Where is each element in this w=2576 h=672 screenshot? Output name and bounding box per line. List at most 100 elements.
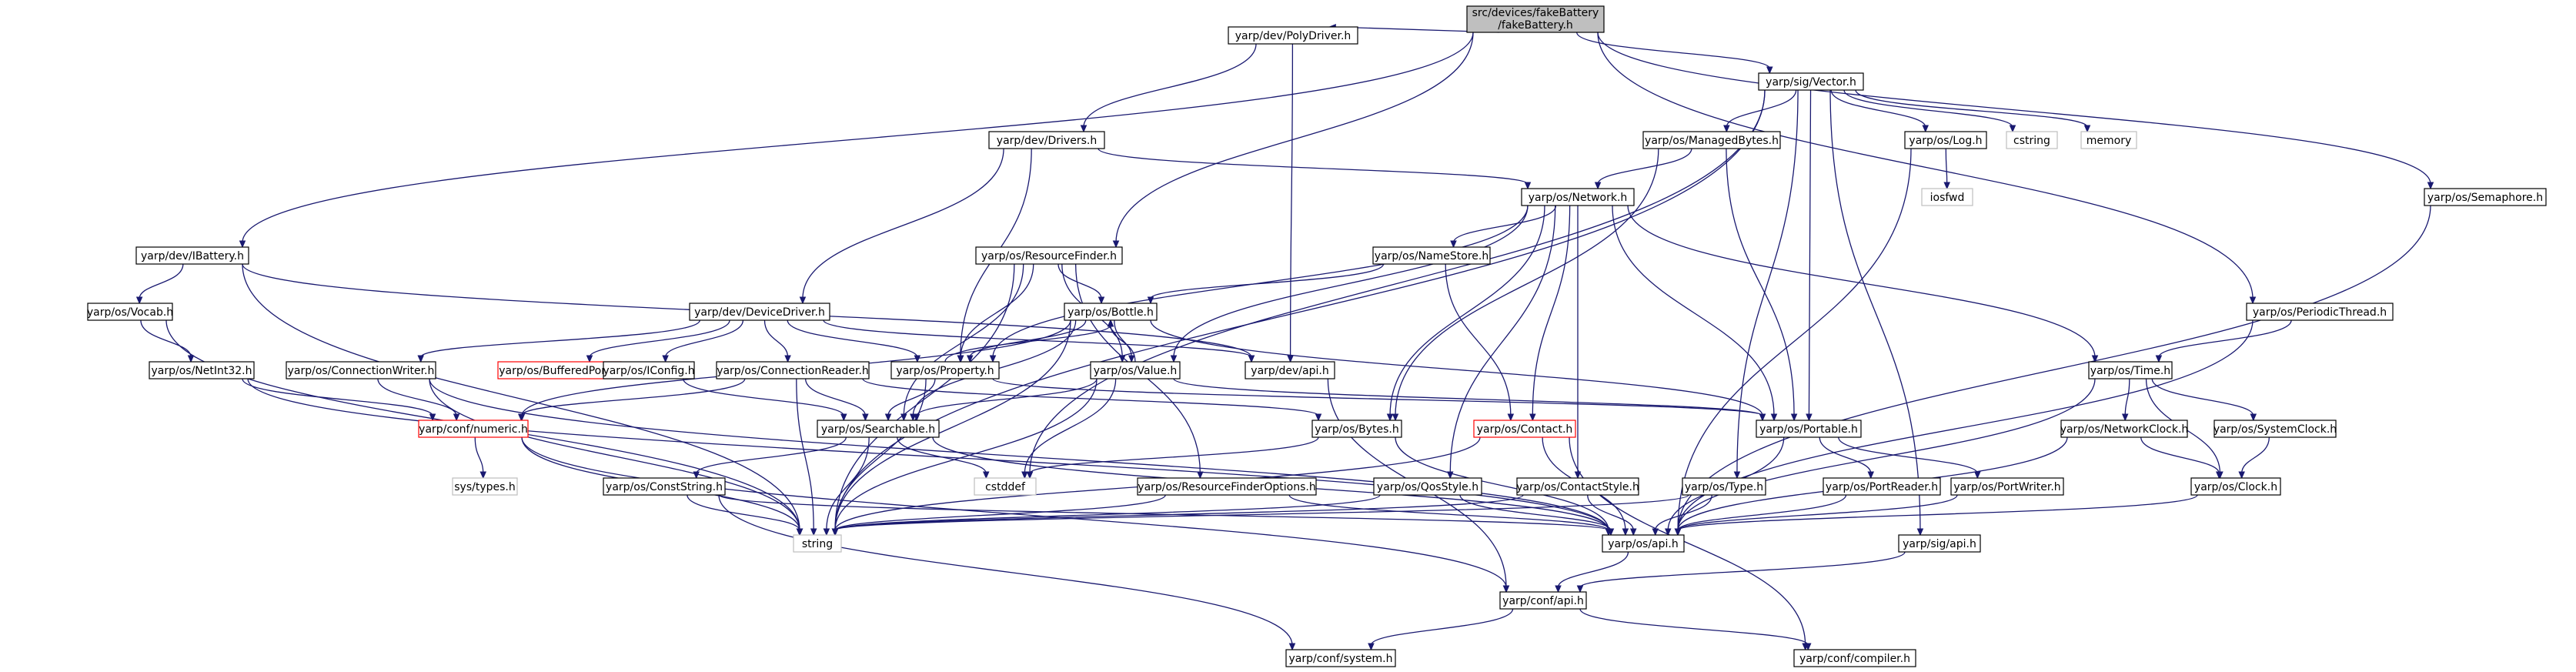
- node-PeriodicThread[interactable]: yarp/os/PeriodicThread.h: [2246, 303, 2394, 321]
- edge-Vector-to-sigapi: [1829, 89, 1921, 531]
- node-NetworkClock[interactable]: yarp/os/NetworkClock.h: [2060, 420, 2189, 438]
- node-compiler[interactable]: yarp/conf/compiler.h: [1793, 649, 1916, 667]
- node-confapi[interactable]: yarp/conf/api.h: [1499, 591, 1587, 610]
- node-osapi[interactable]: yarp/os/api.h: [1602, 534, 1685, 553]
- edge-Value-to-string: [834, 378, 1098, 531]
- node-IBattery[interactable]: yarp/dev/IBattery.h: [135, 246, 249, 265]
- node-Bytes[interactable]: yarp/os/Bytes.h: [1311, 420, 1402, 438]
- node-ConstString[interactable]: yarp/os/ConstString.h: [603, 477, 726, 496]
- node-PortReader[interactable]: yarp/os/PortReader.h: [1823, 477, 1941, 496]
- edge-PeriodicThread-to-Time: [2158, 319, 2292, 358]
- node-ResourceFinderOptions[interactable]: yarp/os/ResourceFinderOptions.h: [1137, 477, 1317, 496]
- node-box: [1090, 361, 1181, 379]
- node-ConnectionWriter[interactable]: yarp/os/ConnectionWriter.h: [286, 361, 436, 379]
- node-NetInt32[interactable]: yarp/os/NetInt32.h: [149, 361, 255, 379]
- edge-arrowhead: [1287, 355, 1294, 363]
- edge-arrowhead: [1248, 355, 1255, 363]
- edge-arrowhead: [1916, 528, 1924, 537]
- edge-Contact-to-compiler: [1569, 436, 1806, 646]
- node-box: [603, 477, 726, 496]
- node-Bottle[interactable]: yarp/os/Bottle.h: [1064, 303, 1158, 321]
- edge-arrowhead: [1524, 182, 1532, 190]
- edge-arrowhead: [2215, 471, 2223, 480]
- node-label: yarp/os/NetworkClock.h: [2060, 423, 2189, 436]
- edge-arrowhead: [239, 240, 246, 249]
- node-Value[interactable]: yarp/os/Value.h: [1090, 361, 1181, 379]
- node-IConfig[interactable]: yarp/os/IConfig.h: [603, 361, 695, 379]
- edge-arrowhead: [1170, 355, 1178, 363]
- node-ResourceFinder[interactable]: yarp/os/ResourceFinder.h: [975, 246, 1123, 265]
- edge-confapi-to-system: [1370, 608, 1514, 646]
- node-Contact[interactable]: yarp/os/Contact.h: [1473, 420, 1576, 438]
- edge-arrowhead: [1806, 413, 1813, 422]
- edge-arrowhead: [1652, 528, 1659, 537]
- node-sigapi[interactable]: yarp/sig/api.h: [1898, 534, 1981, 553]
- node-label: iosfwd: [1930, 192, 1965, 204]
- node-label: /fakeBattery.h: [1498, 19, 1573, 32]
- node-label: yarp/os/Type.h: [1685, 481, 1763, 493]
- node-PortWriter[interactable]: yarp/os/PortWriter.h: [1950, 477, 2064, 496]
- node-Vector[interactable]: yarp/sig/Vector.h: [1758, 72, 1864, 91]
- node-Type[interactable]: yarp/os/Type.h: [1682, 477, 1766, 496]
- edge-arrowhead: [1576, 585, 1584, 593]
- node-Portable[interactable]: yarp/os/Portable.h: [1756, 420, 1862, 438]
- edge-fakeBattery-to-Vector: [1576, 32, 1770, 69]
- node-label: yarp/os/Contact.h: [1477, 423, 1573, 436]
- edge-Bottle-to-Portable: [1150, 319, 1763, 416]
- node-ConnectionReader[interactable]: yarp/os/ConnectionReader.h: [716, 361, 870, 379]
- edge-Searchable-to-string: [826, 436, 870, 531]
- node-NameStore[interactable]: yarp/os/NameStore.h: [1372, 246, 1491, 265]
- edge-ContactStyle-to-osapi: [1587, 494, 1634, 531]
- node-Network[interactable]: yarp/os/Network.h: [1521, 188, 1635, 206]
- node-label: yarp/dev/IBattery.h: [141, 250, 244, 262]
- node-box: [689, 303, 830, 321]
- node-PolyDriver[interactable]: yarp/dev/PolyDriver.h: [1228, 26, 1358, 45]
- edge-Vector-to-Type: [1736, 89, 1799, 474]
- node-label: yarp/os/Searchable.h: [821, 423, 935, 436]
- node-Clock[interactable]: yarp/os/Clock.h: [2190, 477, 2281, 496]
- node-SystemClock[interactable]: yarp/os/SystemClock.h: [2213, 420, 2337, 438]
- edge-ConnectionReader-to-Searchable: [805, 378, 866, 416]
- edge-arrowhead: [1574, 471, 1582, 480]
- node-DeviceDriver[interactable]: yarp/dev/DeviceDriver.h: [689, 303, 830, 321]
- node-box: [890, 361, 1000, 379]
- node-label: yarp/os/ConnectionWriter.h: [288, 365, 435, 377]
- edge-ResourceFinder-to-string: [834, 263, 1015, 531]
- edge-ResourceFinder-to-Searchable: [903, 263, 1024, 416]
- node-Drivers[interactable]: yarp/dev/Drivers.h: [988, 131, 1105, 149]
- edge-Value-to-Bottle: [1110, 324, 1136, 363]
- node-Searchable[interactable]: yarp/os/Searchable.h: [817, 420, 940, 438]
- edge-DeviceDriver-to-BufferedPort: [589, 319, 730, 358]
- node-label: sys/types.h: [454, 481, 515, 493]
- node-Property[interactable]: yarp/os/Property.h: [890, 361, 1000, 379]
- node-box: [793, 534, 842, 553]
- node-Vocab[interactable]: yarp/os/Vocab.h: [87, 303, 173, 321]
- node-Semaphore[interactable]: yarp/os/Semaphore.h: [2424, 188, 2547, 206]
- edge-DeviceDriver-to-IConfig: [664, 319, 744, 358]
- node-devapi[interactable]: yarp/dev/api.h: [1245, 361, 1335, 379]
- node-BufferedPort[interactable]: yarp/os/BufferedPort.h: [497, 361, 622, 379]
- edge-NameStore-to-Contact: [1445, 263, 1512, 416]
- node-box: [1373, 477, 1482, 496]
- node-QosStyle[interactable]: yarp/os/QosStyle.h: [1373, 477, 1482, 496]
- node-label: cstddef: [985, 481, 1026, 493]
- edge-arrowhead: [1943, 182, 1950, 190]
- node-numeric[interactable]: yarp/conf/numeric.h: [418, 420, 529, 438]
- node-box: [1285, 649, 1396, 667]
- edge-arrowhead: [1107, 319, 1114, 327]
- node-box: [418, 420, 529, 438]
- node-cstring: cstring: [2006, 131, 2058, 149]
- edge-Vector-to-memory: [1855, 89, 2088, 128]
- node-ContactStyle[interactable]: yarp/os/ContactStyle.h: [1516, 477, 1639, 496]
- node-label: yarp/os/NetInt32.h: [151, 365, 252, 377]
- node-Log[interactable]: yarp/os/Log.h: [1904, 131, 1987, 149]
- edge-arrowhead: [989, 355, 997, 363]
- node-ManagedBytes[interactable]: yarp/os/ManagedBytes.h: [1642, 131, 1781, 149]
- node-box: [1602, 534, 1685, 553]
- node-box: [1311, 420, 1402, 438]
- node-system[interactable]: yarp/conf/system.h: [1285, 649, 1396, 667]
- edges-layer: [135, 24, 2434, 651]
- edge-Network-to-Value: [1173, 205, 1529, 358]
- node-fakeBattery[interactable]: src/devices/fakeBattery/fakeBattery.h: [1466, 5, 1605, 33]
- node-Time[interactable]: yarp/os/Time.h: [2088, 361, 2173, 379]
